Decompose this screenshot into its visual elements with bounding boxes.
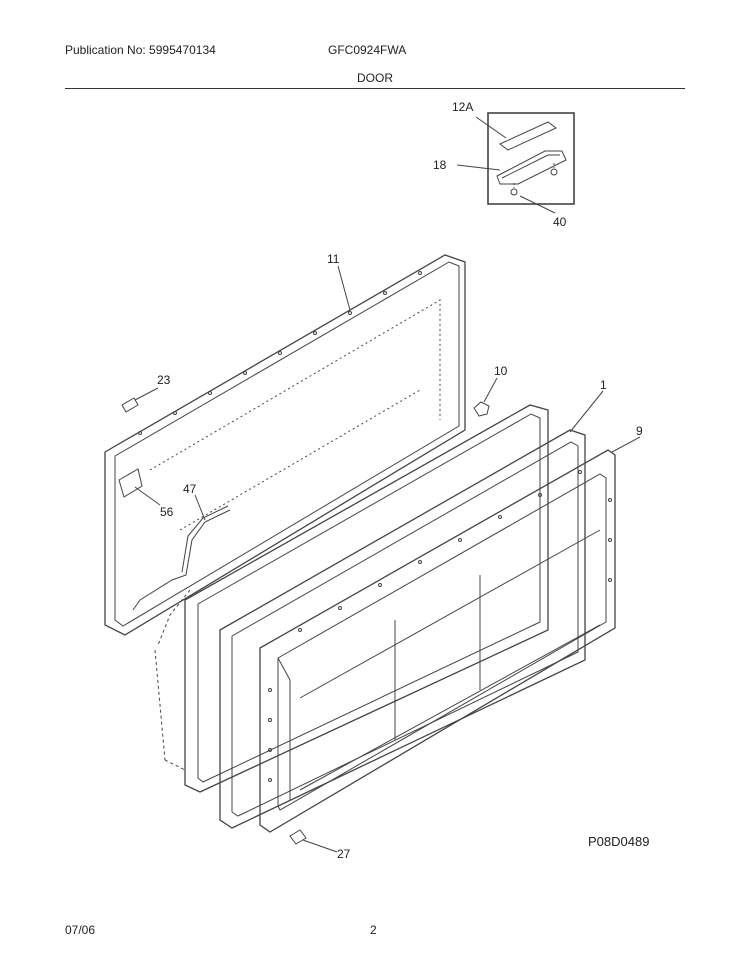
section-title: DOOR (357, 71, 393, 85)
panel-9-screw-holes (268, 470, 612, 782)
page-number: 2 (370, 923, 377, 937)
leader-27 (302, 839, 338, 853)
inset-box (487, 112, 575, 205)
leader-10 (483, 377, 498, 403)
publication-number: Publication No: 5995470134 (65, 43, 216, 57)
leader-9 (611, 436, 641, 453)
callout-12A: 12A (452, 100, 474, 114)
part-56-bracket (118, 468, 143, 498)
model-number: GFC0924FWA (328, 43, 407, 57)
part-47-wire (132, 509, 231, 611)
figure-code: P08D0489 (588, 834, 650, 849)
part-12A-strip (499, 121, 557, 151)
header-rule (65, 88, 685, 89)
leader-56 (134, 486, 161, 506)
part-27-screw (289, 829, 307, 845)
callout-18: 18 (433, 158, 447, 172)
callout-47: 47 (183, 482, 197, 496)
leader-23 (134, 387, 159, 401)
leader-12A (475, 116, 507, 139)
part-23-clip (121, 397, 139, 413)
part-40-screw (510, 188, 518, 196)
leader-18 (456, 164, 501, 171)
part-9-inner-panel (259, 449, 616, 833)
part-1-gasket (219, 429, 586, 829)
part-10-bumper (473, 401, 490, 417)
leader-40 (519, 195, 556, 214)
callout-23: 23 (157, 373, 171, 387)
panel-11-screw-holes (138, 271, 422, 435)
callout-40: 40 (553, 215, 567, 229)
leader-11 (337, 265, 351, 311)
callout-11: 11 (327, 252, 340, 266)
callout-1: 1 (600, 378, 607, 392)
callout-56: 56 (160, 505, 174, 519)
callout-10: 10 (494, 364, 508, 378)
callout-9: 9 (636, 424, 643, 438)
leader-47 (194, 494, 206, 521)
callout-27: 27 (337, 847, 351, 861)
footer-date: 07/06 (65, 923, 96, 937)
part-11-outer-panel (104, 254, 466, 636)
leader-1 (569, 390, 604, 433)
part-40-screw-2 (550, 168, 558, 176)
door-liner (184, 404, 549, 793)
part-18-handle (496, 150, 567, 185)
